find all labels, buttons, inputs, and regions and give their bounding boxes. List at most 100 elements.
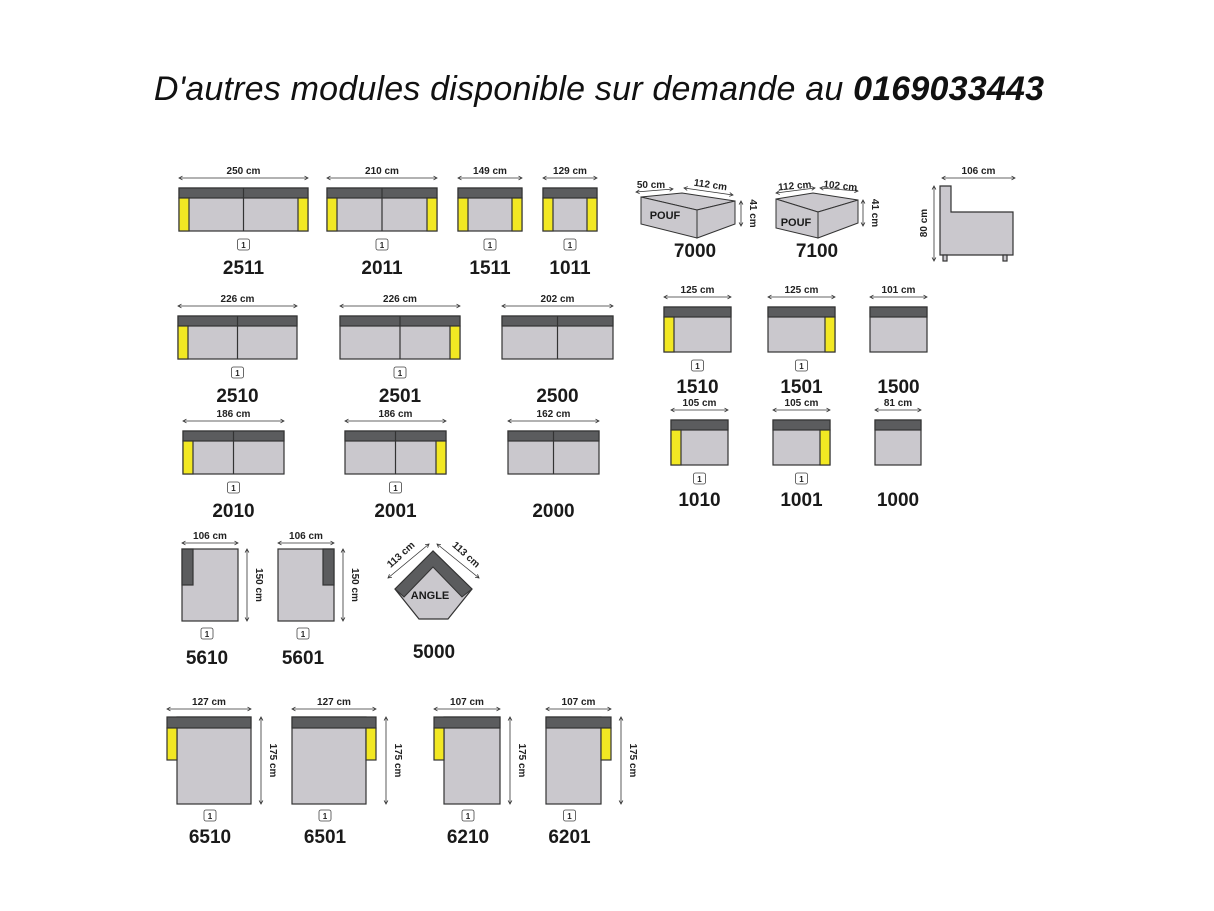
cushion-count: 1 <box>398 369 403 378</box>
arrowhead <box>293 303 298 309</box>
module-code: 2000 <box>532 501 574 522</box>
depth-label: 150 cm <box>349 568 360 602</box>
depth-label: 41 cm <box>869 199 880 227</box>
arrowhead <box>436 543 442 548</box>
arrowhead <box>277 540 282 546</box>
width-label: 210 cm <box>365 166 399 177</box>
left-armrest <box>433 727 445 761</box>
right-armrest <box>600 727 612 761</box>
cushion-shape <box>318 809 332 822</box>
cushion-icon: 1 <box>375 238 389 251</box>
arrowhead <box>304 175 309 181</box>
left-armrest <box>542 197 554 232</box>
arrowhead <box>474 574 480 579</box>
arrowhead <box>244 617 250 622</box>
arrowhead <box>339 303 344 309</box>
module-code: 1011 <box>549 258 591 279</box>
pouf-label: POUF <box>650 210 681 222</box>
module-code: 6201 <box>548 827 591 848</box>
pouf-side <box>817 199 859 239</box>
right-armrest <box>426 197 438 232</box>
width-label: 125 cm <box>681 285 715 296</box>
arrowhead <box>457 175 462 181</box>
left-armrest <box>178 197 190 232</box>
width-label: 112 cm <box>778 180 812 194</box>
arrowhead <box>738 222 744 227</box>
pouf-side <box>696 200 736 239</box>
width-label: 226 cm <box>221 294 255 305</box>
width-label: 50 cm <box>637 180 665 191</box>
width-label: 186 cm <box>217 409 251 420</box>
backrest <box>772 419 831 431</box>
depth-label: 175 cm <box>516 744 527 778</box>
left-armrest <box>457 197 469 232</box>
module-code: 2010 <box>212 501 254 522</box>
cushion-count: 1 <box>799 362 804 371</box>
arrowhead <box>456 303 461 309</box>
seat-area <box>443 716 501 805</box>
backrest <box>166 716 252 729</box>
length-label: 102 cm <box>823 179 858 193</box>
cushion-count: 1 <box>567 812 572 821</box>
title-text: D'autres modules disponible sur demande … <box>153 70 854 108</box>
arrowhead <box>669 187 674 192</box>
arrowhead <box>738 200 744 205</box>
dimension-line <box>387 543 430 579</box>
width-label: 127 cm <box>317 697 351 708</box>
arrowhead <box>595 418 600 424</box>
arrowhead <box>635 189 640 194</box>
arrowhead <box>923 294 928 300</box>
module-code: 5610 <box>186 648 228 669</box>
left-armrest <box>326 197 338 232</box>
arrowhead <box>772 407 777 413</box>
cushion-shape <box>237 238 250 251</box>
cushion-count: 1 <box>697 475 702 484</box>
module-code: 5000 <box>413 642 455 663</box>
arrowhead <box>545 706 550 712</box>
dimension-line <box>775 187 816 194</box>
width-label: 250 cm <box>227 166 261 177</box>
right-armrest <box>819 429 831 466</box>
dimension-line <box>683 187 734 196</box>
backrest <box>433 716 501 729</box>
cushion-icon: 1 <box>691 359 704 372</box>
backrest <box>181 548 194 586</box>
arrowhead <box>819 185 824 191</box>
cushion-shape <box>296 627 310 640</box>
arrowhead <box>177 303 182 309</box>
side-profile <box>939 185 1014 256</box>
arrowhead <box>387 574 393 579</box>
arrowhead <box>326 175 331 181</box>
arrowhead <box>372 706 377 712</box>
arrowhead <box>860 222 866 227</box>
cushion-icon: 1 <box>563 809 576 822</box>
cushion-shape <box>563 238 577 251</box>
width-label: 106 cm <box>962 166 996 177</box>
arrowhead <box>344 418 349 424</box>
page-title: D'autres modules disponible sur demande … <box>0 70 1198 109</box>
arrowhead <box>424 543 430 548</box>
width-label: 101 cm <box>882 285 916 296</box>
cushion-count: 1 <box>205 630 210 639</box>
module-code: 1000 <box>877 490 919 511</box>
cushion-shape <box>231 366 244 379</box>
cushion-shape <box>795 472 808 485</box>
right-armrest <box>511 197 523 232</box>
cushion-shape <box>200 627 214 640</box>
seat-area <box>291 716 367 805</box>
cushion-shape <box>389 481 402 494</box>
arrowhead <box>1011 175 1016 181</box>
side-a-label: 113 cm <box>385 540 417 571</box>
dimension-line <box>635 188 674 193</box>
right-armrest <box>435 440 447 475</box>
cushion-count: 1 <box>241 241 246 250</box>
cushion-shape <box>691 359 704 372</box>
